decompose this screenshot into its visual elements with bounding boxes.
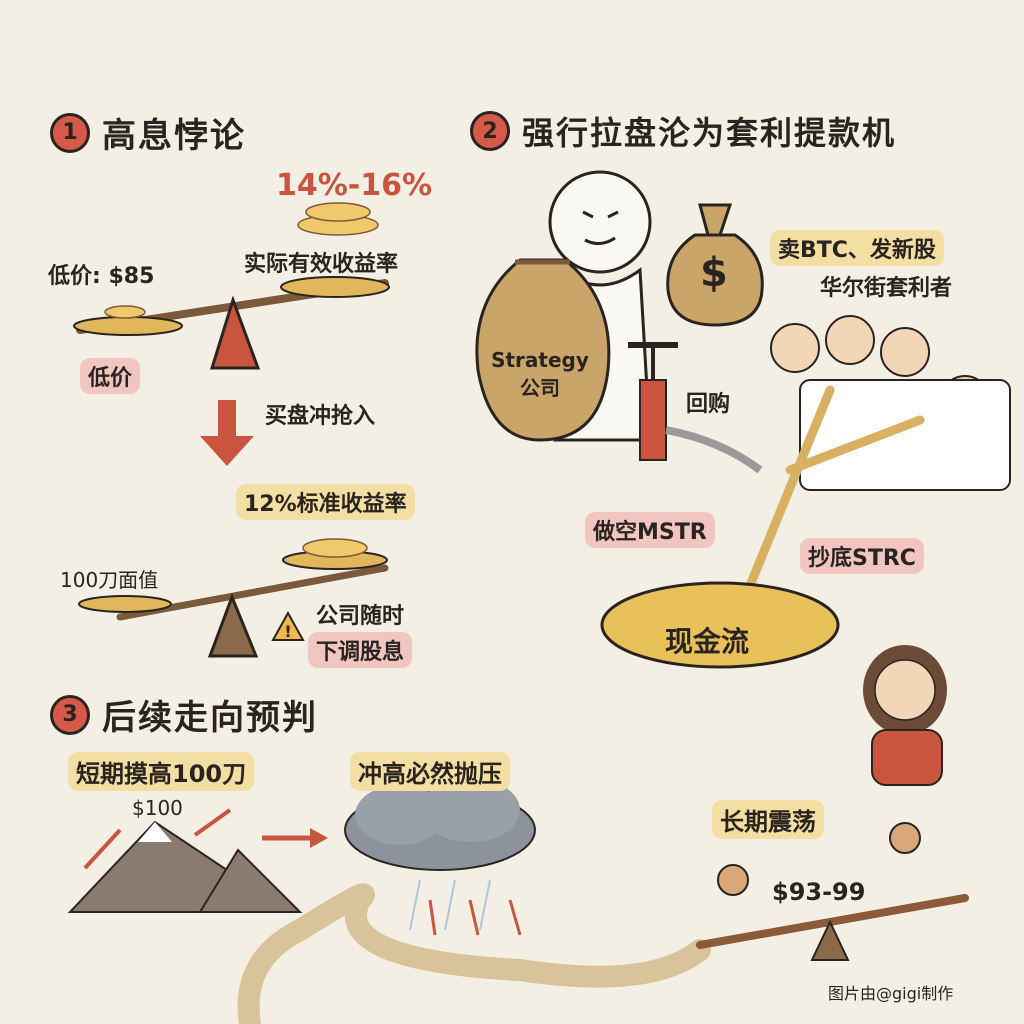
cashflow-pool bbox=[600, 581, 840, 669]
credit-text: 图片由@gigi制作 bbox=[828, 984, 954, 1003]
buyback-label: 回购 bbox=[686, 392, 731, 417]
rising-arrows bbox=[83, 808, 328, 870]
buy-rush-label: 买盘冲抢入 bbox=[265, 404, 376, 429]
low-price-label: 低价: $85 bbox=[48, 264, 155, 289]
section3-title: 后续走向预判 bbox=[102, 698, 318, 738]
section1-title: 高息悖论 bbox=[102, 116, 246, 156]
warning-line1: 公司随时 bbox=[316, 604, 405, 629]
seesaw-standard-yield bbox=[78, 538, 389, 658]
pressure-label: 冲高必然抛压 bbox=[350, 752, 510, 791]
standard-yield-label: 12%标准收益率 bbox=[236, 484, 415, 520]
seesaw-long-term bbox=[696, 822, 969, 961]
effective-yield-label: 实际有效收益率 bbox=[244, 252, 399, 277]
short-label: 做空MSTR bbox=[585, 512, 715, 548]
section2-number: 2 bbox=[470, 111, 510, 151]
straws bbox=[735, 385, 925, 615]
yield-range: 14%-16% bbox=[276, 168, 433, 203]
arbitrageurs-label: 华尔街套利者 bbox=[820, 276, 953, 301]
short-term-label: 短期摸高100刀 bbox=[68, 752, 255, 791]
winding-path bbox=[237, 883, 711, 1024]
face-value-label: 100刀面值 bbox=[60, 568, 159, 592]
section1-number: 1 bbox=[50, 112, 90, 153]
money-bag-strategy bbox=[475, 258, 611, 442]
seesaw-high-yield bbox=[73, 202, 390, 370]
money-bag-dollar bbox=[666, 203, 764, 327]
low-price-tag: 低价 bbox=[80, 358, 141, 394]
section2-header: 2 强行拉盘沦为套利提款机 bbox=[470, 108, 896, 154]
dollar-sign-icon: $ bbox=[700, 250, 728, 296]
range-label: $93-99 bbox=[772, 878, 866, 906]
arbitrageur-crowd bbox=[770, 315, 1011, 491]
sell-label: 卖BTC、发新股 bbox=[770, 230, 944, 266]
bag-label-line1: Strategy bbox=[491, 348, 589, 372]
section2-title: 强行拉盘沦为套利提款机 bbox=[522, 114, 897, 152]
cashflow-label: 现金流 bbox=[665, 625, 750, 658]
section3-header: 3 后续走向预判 bbox=[50, 690, 318, 739]
peak-price: $100 bbox=[132, 796, 183, 820]
warning-icon: ! bbox=[271, 610, 305, 641]
pump-icon bbox=[628, 342, 763, 474]
section1-header: 1 高息悖论 bbox=[50, 108, 246, 157]
section3-number: 3 bbox=[50, 694, 90, 735]
storm-cloud bbox=[344, 778, 536, 936]
mountains bbox=[67, 820, 303, 913]
warning-line2: 下调股息 bbox=[308, 632, 413, 668]
strategy-bag-label: Strategy 公司 bbox=[490, 348, 590, 401]
dip-label: 抄底STRC bbox=[800, 538, 924, 574]
girl-avatar bbox=[863, 645, 947, 786]
svg-text:!: ! bbox=[284, 622, 291, 641]
long-term-label: 长期震荡 bbox=[712, 800, 824, 839]
bag-label-line2: 公司 bbox=[520, 376, 560, 400]
down-arrow-icon bbox=[200, 400, 254, 466]
